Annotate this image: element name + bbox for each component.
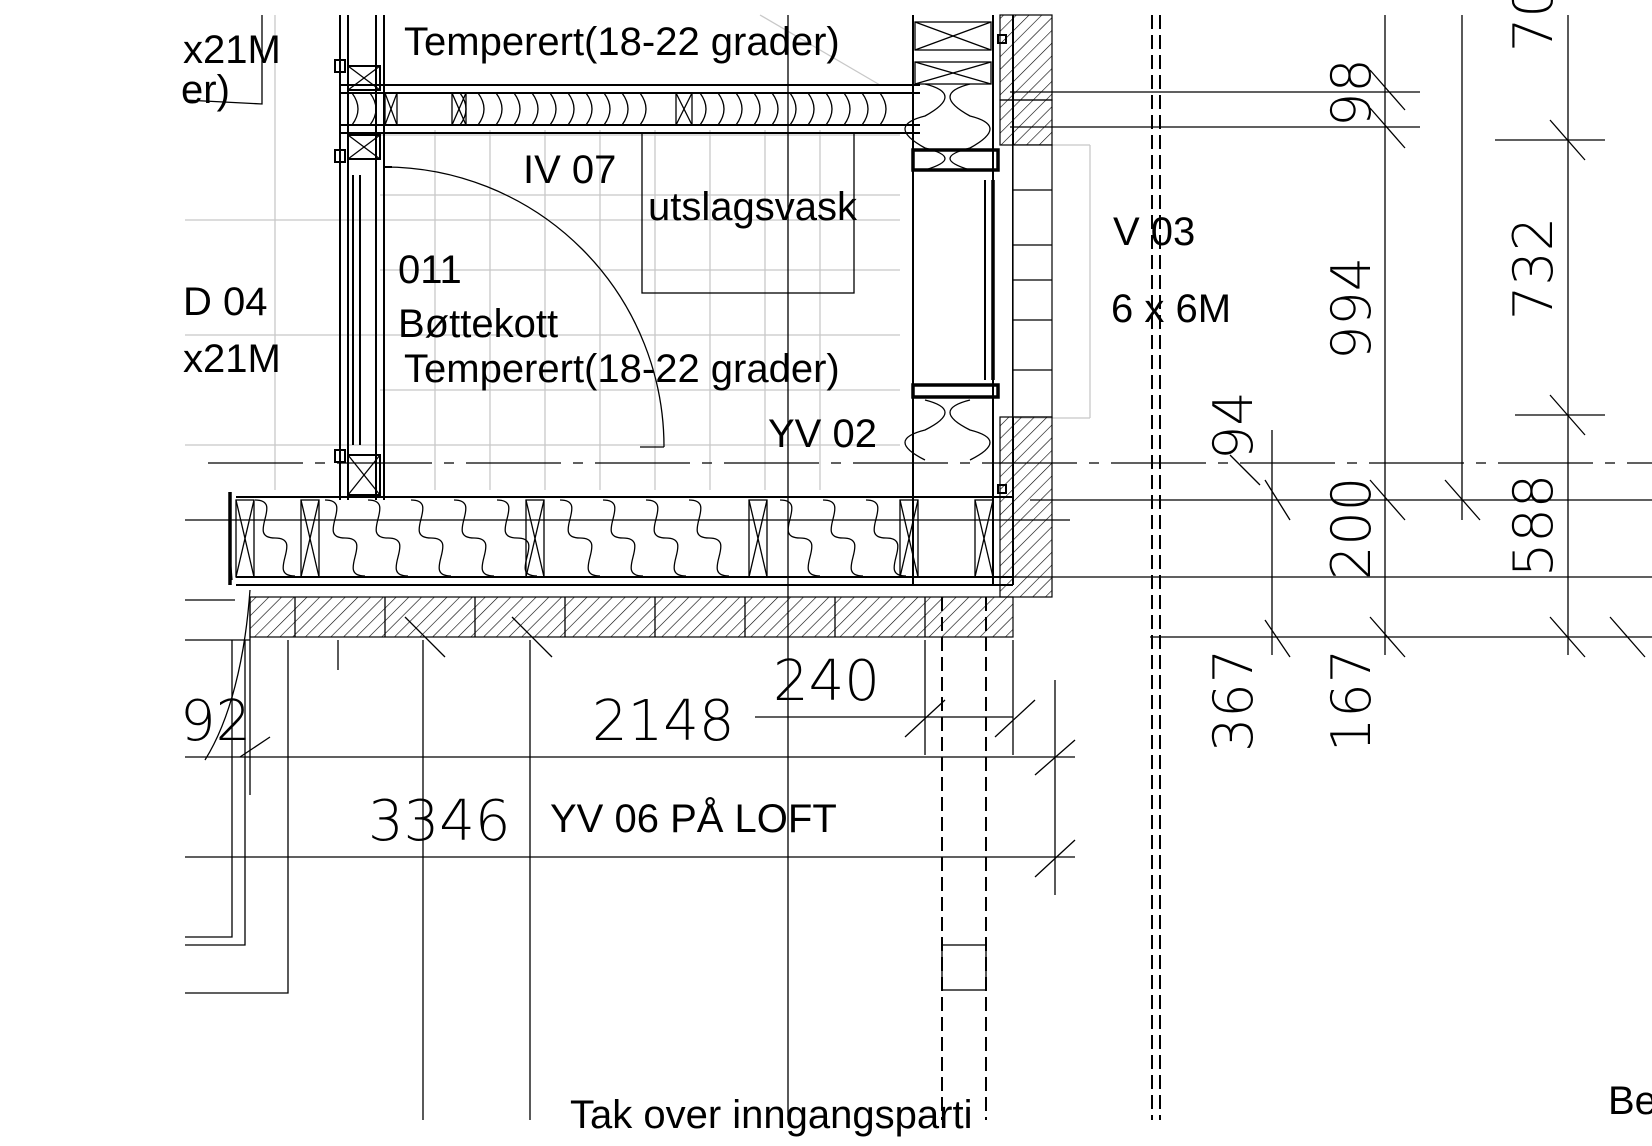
dim-3346: 3346 bbox=[368, 789, 511, 854]
left-size-label: x21M bbox=[183, 337, 281, 381]
door-label-d04: D 04 bbox=[183, 280, 268, 324]
window-label-v03: V 03 bbox=[1113, 210, 1195, 254]
edge-label: Be bbox=[1608, 1079, 1652, 1123]
right-wall bbox=[904, 14, 1053, 598]
section-lines bbox=[208, 15, 1652, 1120]
roof-note-label: Tak over inngangsparti bbox=[570, 1093, 972, 1137]
dim-98: 98 bbox=[1320, 58, 1383, 127]
left-elements bbox=[184, 15, 1070, 994]
left-note-label: er) bbox=[181, 68, 230, 112]
sink-outline bbox=[641, 132, 855, 294]
background-grid bbox=[185, 14, 1091, 490]
dim-70: 70 bbox=[1502, 0, 1565, 52]
left-size-label-top: x21M bbox=[183, 28, 281, 72]
dimension-lines bbox=[185, 15, 1646, 895]
wall-label-yv06: YV 06 PÅ LOFT bbox=[550, 796, 837, 841]
dim-588: 588 bbox=[1502, 474, 1565, 577]
temp-label-top: Temperert(18-22 grader) bbox=[404, 20, 840, 64]
temp-label-bottom: Temperert(18-22 grader) bbox=[404, 347, 840, 391]
sink-label: utslagsvask bbox=[648, 185, 858, 229]
dashed-lines bbox=[924, 15, 1161, 1120]
wall-label-iv07: IV 07 bbox=[523, 148, 616, 192]
bottom-wall bbox=[228, 492, 1014, 638]
dim-240: 240 bbox=[773, 649, 880, 714]
text-labels: Temperert(18-22 grader) IV 07 utslagsvas… bbox=[181, 20, 1652, 1137]
dim-200: 200 bbox=[1320, 477, 1383, 580]
upper-wall bbox=[340, 84, 920, 134]
dim-2148: 2148 bbox=[592, 689, 735, 754]
dim-167: 167 bbox=[1320, 649, 1383, 752]
room-number: 011 bbox=[398, 248, 462, 292]
door-swing bbox=[383, 166, 665, 448]
left-wall bbox=[334, 15, 385, 500]
room-name: Bøttekott bbox=[398, 302, 558, 346]
dim-732: 732 bbox=[1502, 217, 1565, 320]
dimension-numbers: 98 994 94 200 367 167 732 588 70 2148 24… bbox=[180, 0, 1565, 854]
dim-367: 367 bbox=[1202, 649, 1265, 752]
window-size-label: 6 x 6M bbox=[1111, 287, 1231, 331]
dim-92: 92 bbox=[180, 689, 251, 754]
wall-label-yv02: YV 02 bbox=[768, 412, 877, 456]
dim-94: 94 bbox=[1202, 391, 1265, 460]
dim-994: 994 bbox=[1320, 257, 1383, 360]
